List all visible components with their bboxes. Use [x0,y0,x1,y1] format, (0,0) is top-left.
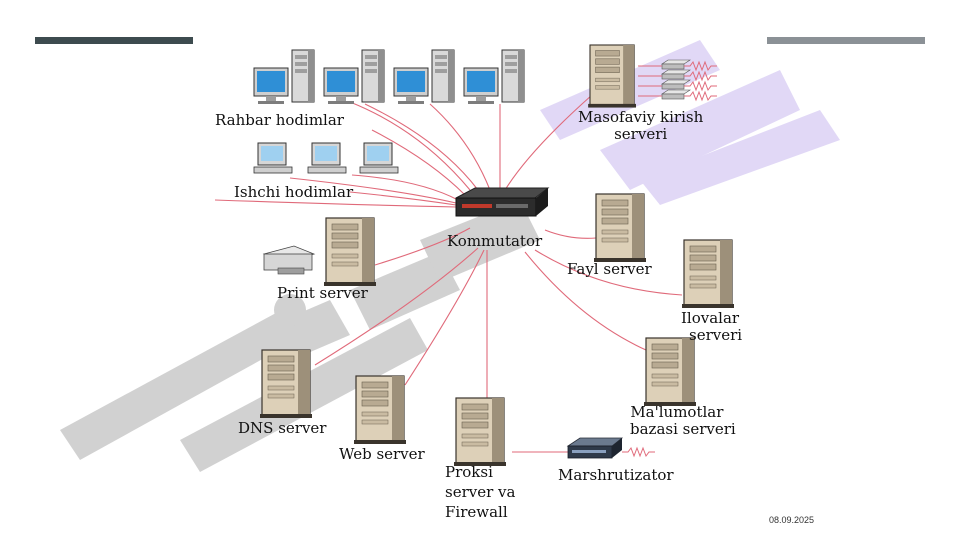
label-masofaviy-line-1: Masofaviy kirish [578,108,704,126]
print-server [323,217,377,287]
ishchi-workstation-2 [307,142,347,174]
connection-lines [214,94,683,453]
fayl-server [593,193,647,263]
ilovalar-server [681,239,735,309]
header-accent-bar-right [767,37,925,44]
label-proksi-line-3: Firewall [445,503,508,521]
header-accent-bar-left [35,37,193,44]
rahbar-pc-3 [393,49,455,105]
label-ilovalar-line-2: serveri [689,326,743,344]
label-web-server: Web server [339,445,425,463]
label-fayl-server: Fayl server [567,260,652,278]
marshrutizator-router [566,437,624,459]
label-masofaviy-line-2: serveri [614,125,668,143]
malumotlar-bazasi-server [643,337,697,407]
slide-date: 08.09.2025 [769,515,815,525]
web-server [353,375,407,445]
rahbar-pc-1 [253,49,315,105]
ishchi-workstation-1 [253,142,293,174]
label-ilovalar-line-1: Ilovalar [681,309,740,327]
modem-links [638,60,717,102]
label-malumotlar-line-2: bazasi serveri [630,420,736,438]
label-marshrutizator: Marshrutizator [558,466,674,484]
label-kommutator: Kommutator [447,232,543,250]
label-print-server: Print server [277,284,368,302]
watermark [60,40,840,472]
label-masofaviy-kirish: Masofaviy kirish serveri [578,109,703,143]
label-malumotlar-line-1: Ma'lumotlar [630,403,724,421]
label-proksi-line-2: server va [445,483,516,501]
masofaviy-kirish-server [587,44,637,109]
proksi-server [453,397,507,467]
ishchi-workstation-3 [359,142,399,174]
kommutator-switch [455,187,550,217]
rahbar-pc-4 [463,49,525,105]
printer [262,245,316,275]
label-rahbar-hodimlar: Rahbar hodimlar [215,111,344,129]
rahbar-pc-2 [323,49,385,105]
label-ilovalar-serveri: Ilovalar serveri [681,310,742,344]
label-dns-server: DNS server [238,419,327,437]
modem-4 [661,89,691,100]
label-proksi-server: Proksi server va Firewall [445,462,515,522]
label-ishchi-hodimlar: Ishchi hodimlar [234,183,354,201]
label-proksi-line-1: Proksi [445,463,493,481]
router-external-link [622,446,655,458]
label-malumotlar-bazasi: Ma'lumotlar bazasi serveri [618,404,736,438]
dns-server [259,349,313,419]
